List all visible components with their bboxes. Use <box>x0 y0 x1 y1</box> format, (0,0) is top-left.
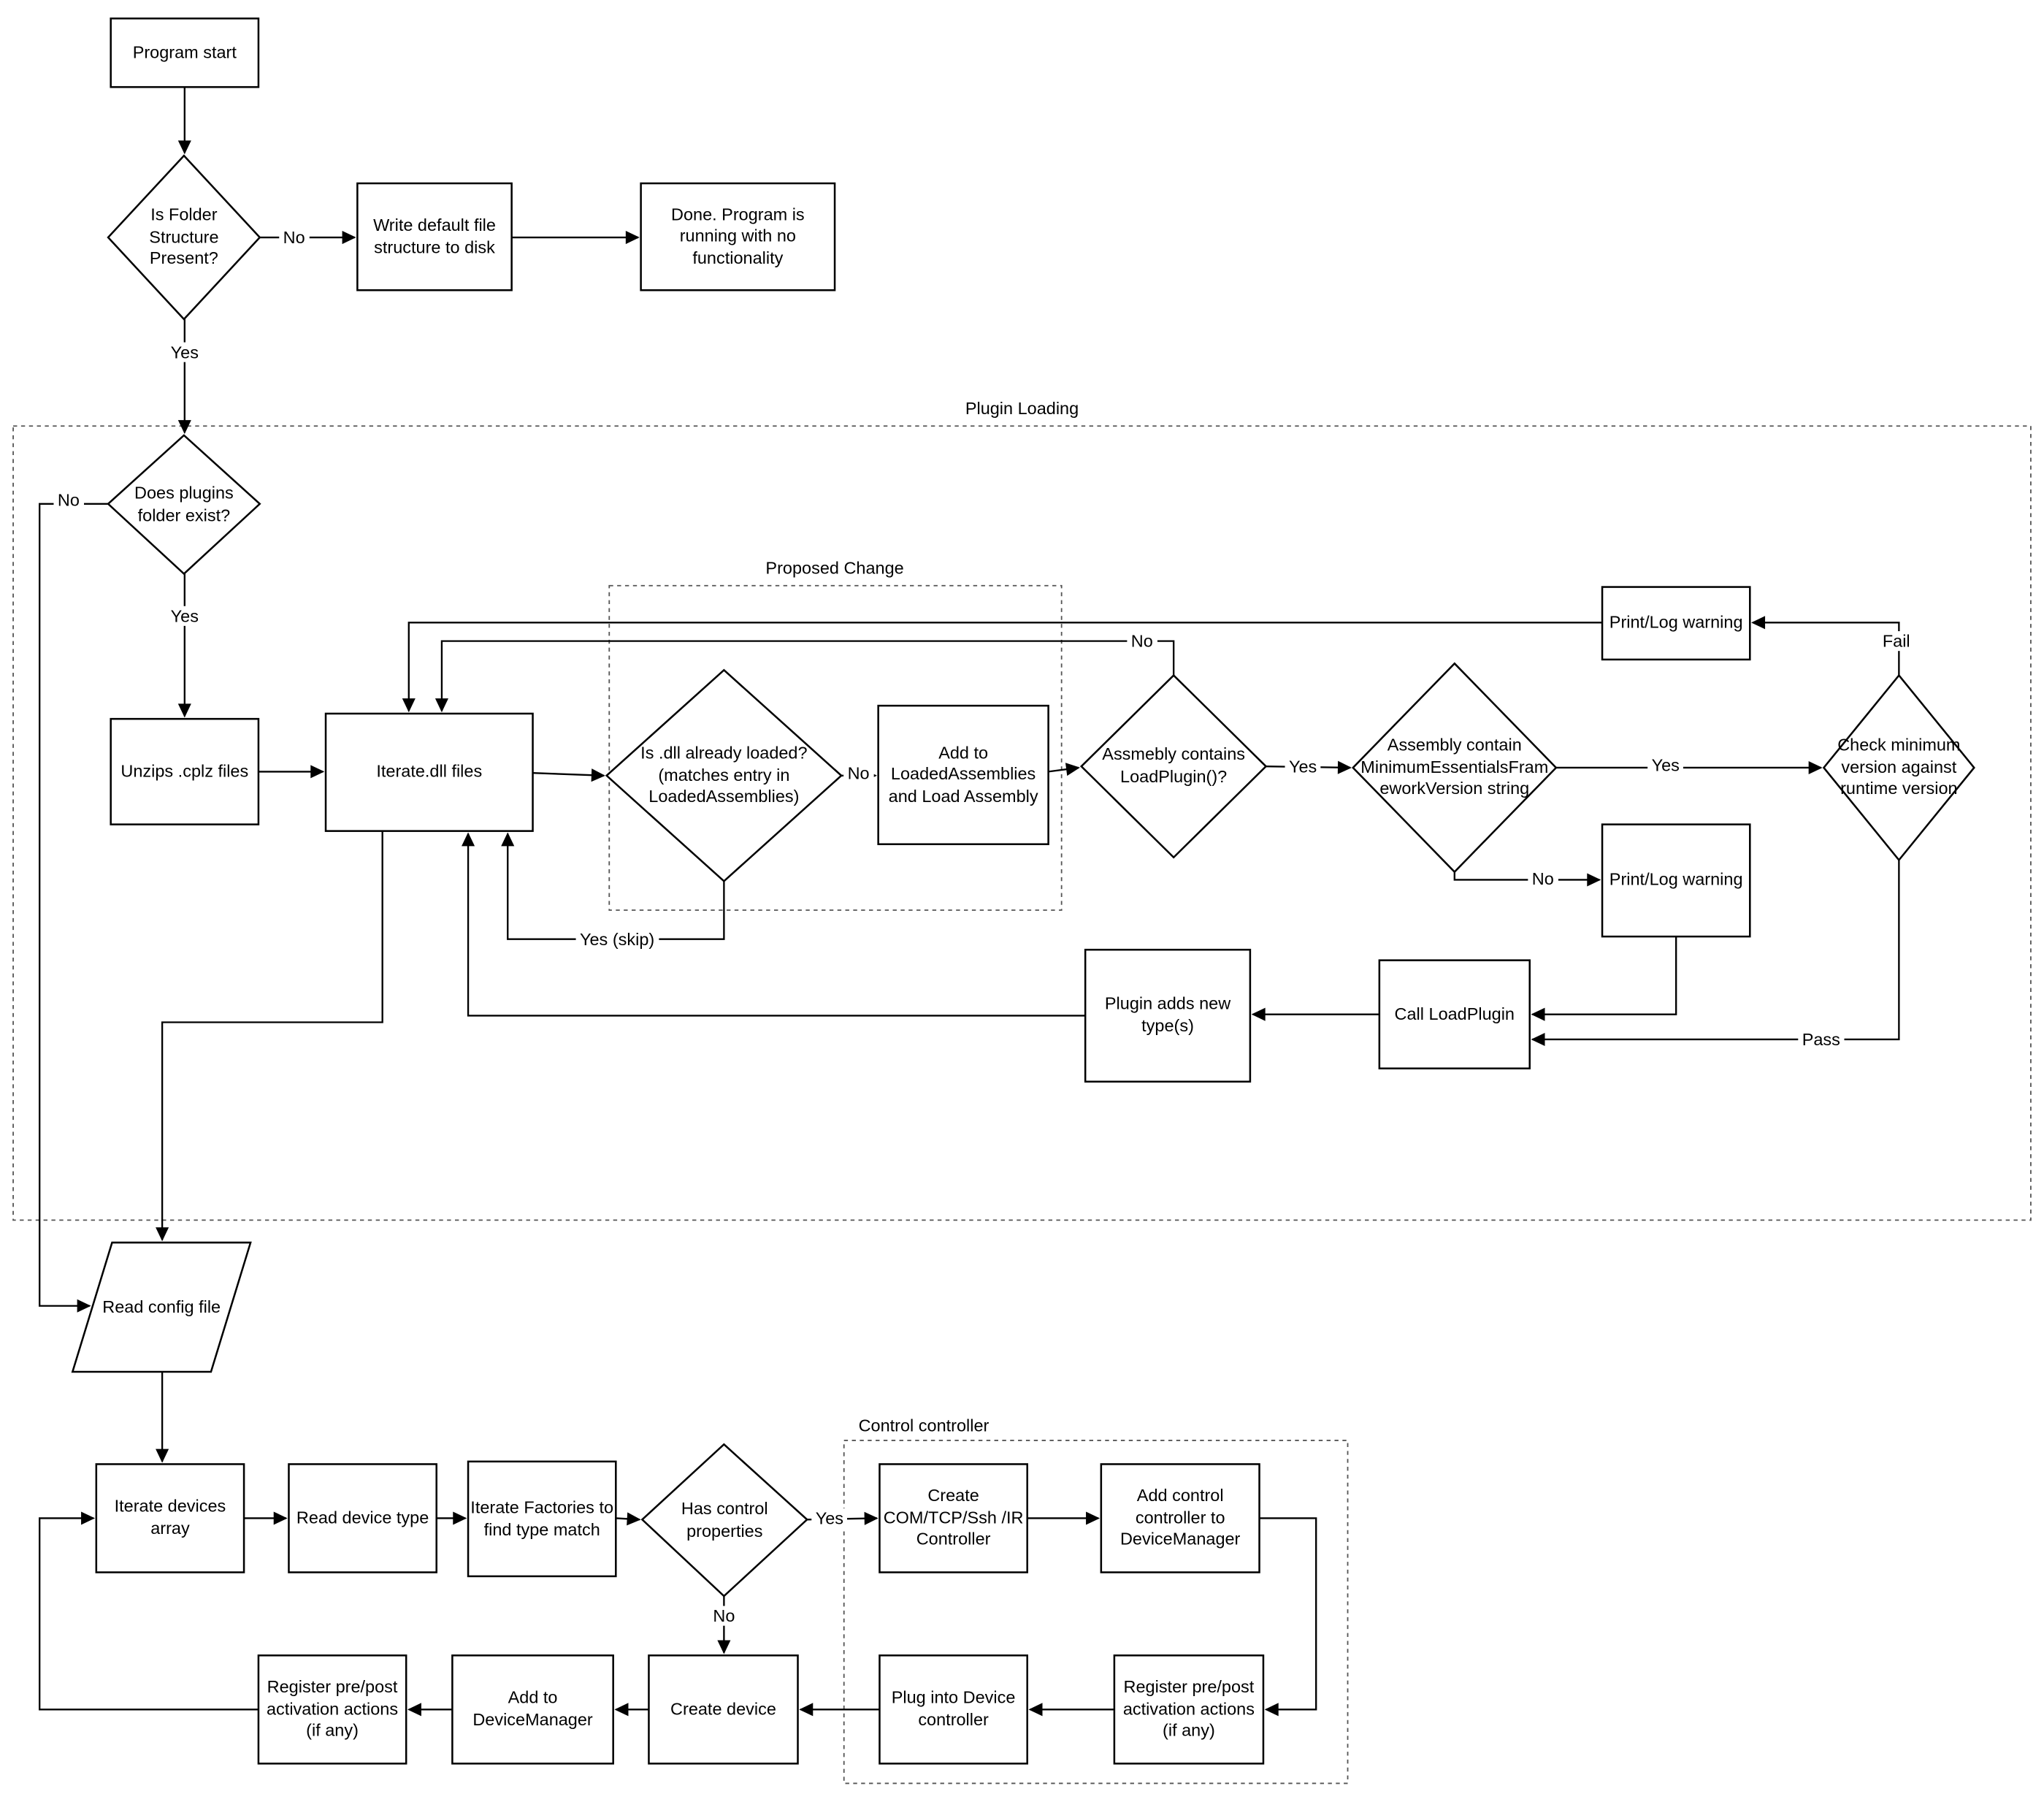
node-program-start: Program start <box>132 42 237 62</box>
edge-iterate-to-dllcheck <box>532 768 605 782</box>
node-does-plugins-folder: Does plugins folder exist? <box>134 482 234 524</box>
node-iterate-dll: Iterate.dll files <box>376 761 483 782</box>
node-has-control-props: Has control properties <box>681 1498 768 1541</box>
node-assembly-contains-version: Assembly contain MinimumEssentialsFramew… <box>1360 734 1549 799</box>
assembly-loadplugin-diamond <box>1079 673 1268 859</box>
done-box <box>640 182 836 291</box>
print-log-top-box <box>1601 586 1751 661</box>
edge-label-no-version: No <box>1528 869 1558 889</box>
create-device-box <box>648 1654 799 1765</box>
iterate-dll-box <box>324 712 534 832</box>
check-min-version-diamond <box>1822 673 1975 862</box>
edge-label-yes-skip: Yes (skip) <box>575 929 659 950</box>
edge-register-loop-to-devices <box>39 1511 259 1711</box>
edge-iterate-to-readconfig <box>156 831 383 1242</box>
edge-printlog-top-loop <box>402 622 1603 713</box>
plugin-loading-title: Plugin Loading <box>961 398 1083 419</box>
register-actions-right-box <box>1113 1654 1265 1765</box>
edge-label-yes-folder: Yes <box>166 342 203 362</box>
node-create-controller: Create COM/TCP/Ssh /IR Controller <box>883 1485 1024 1549</box>
iterate-factories-box <box>467 1460 617 1578</box>
node-register-actions-right: Register pre/post activation actions (if… <box>1122 1676 1255 1741</box>
edge-label-no-assembly: No <box>1127 631 1157 652</box>
node-write-default: Write default file structure to disk <box>373 215 496 257</box>
node-add-control-controller: Add control controller to DeviceManager <box>1119 1485 1241 1549</box>
node-iterate-factories: Iterate Factories to find type match <box>470 1497 614 1539</box>
edge-label-no-dll-loaded: No <box>843 763 874 783</box>
node-is-folder-structure: Is Folder Structure Present? <box>149 205 219 269</box>
node-read-config: Read config file <box>102 1296 221 1316</box>
add-control-controller-box <box>1100 1463 1260 1573</box>
edge-checkmin-fail <box>1751 616 1900 676</box>
call-loadplugin-box <box>1378 959 1531 1069</box>
edge-checkmin-pass <box>1531 860 1900 1046</box>
edge-addloaded-to-assembly <box>1048 763 1080 776</box>
plugin-adds-box <box>1084 948 1252 1083</box>
node-call-loadplugin: Call LoadPlugin <box>1394 1003 1515 1023</box>
node-create-device: Create device <box>670 1698 776 1719</box>
node-add-to-devicemanager: Add to DeviceManager <box>472 1687 593 1730</box>
program-start-box <box>110 18 260 88</box>
node-read-device-type: Read device type <box>296 1507 429 1527</box>
add-loaded-box <box>877 704 1049 845</box>
edge-plugins-no <box>39 503 109 1313</box>
add-to-devicemanager-box <box>451 1654 614 1765</box>
edge-label-fail: Fail <box>1878 631 1915 652</box>
edge-label-no-plugins: No <box>53 489 84 510</box>
node-print-log-warning-mid: Print/Log warning <box>1609 869 1743 890</box>
edge-addcontrol-to-register <box>1259 1517 1317 1717</box>
edge-label-no-folder: No <box>279 227 310 248</box>
edge-factories-to-hascontrol <box>616 1512 641 1526</box>
control-controller-title: Control controller <box>854 1415 993 1435</box>
assembly-version-diamond <box>1351 662 1558 874</box>
iterate-devices-box <box>95 1463 245 1573</box>
edge-label-yes-plugins: Yes <box>166 606 203 626</box>
edge-pluginadds-loop <box>462 832 1086 1017</box>
write-default-box <box>356 182 513 291</box>
plugins-folder-diamond <box>107 434 261 576</box>
print-log-mid-box <box>1601 823 1751 938</box>
edge-label-yes-assembly: Yes <box>1285 756 1321 776</box>
edge-printlog-mid-to-call <box>1531 936 1677 1021</box>
unzips-box <box>110 717 260 825</box>
read-config-parallelogram <box>71 1241 252 1373</box>
has-control-diamond <box>640 1443 809 1598</box>
node-dll-already-loaded: Is .dll already loaded? (matches entry i… <box>640 742 808 806</box>
edge-label-no-control: No <box>708 1606 739 1626</box>
node-add-to-loaded: Add to LoadedAssemblies and Load Assembl… <box>888 741 1038 806</box>
node-done: Done. Program is running with no functio… <box>671 204 805 268</box>
edge-assembly-no-loop <box>435 640 1175 713</box>
read-device-box <box>288 1463 437 1573</box>
node-register-actions-left: Register pre/post activation actions (if… <box>266 1676 399 1741</box>
node-plug-into-device: Plug into Device controller <box>891 1687 1016 1730</box>
node-iterate-devices: Iterate devices array <box>114 1496 226 1538</box>
node-print-log-warning-top: Print/Log warning <box>1609 612 1743 633</box>
node-assembly-contains-loadplugin: Assmebly contains LoadPlugin()? <box>1102 744 1246 787</box>
edge-version-no <box>1453 871 1601 887</box>
plugin-loading-container <box>12 425 2032 1221</box>
dll-loaded-diamond <box>605 668 843 882</box>
node-plugin-adds-types: Plugin adds new type(s) <box>1104 993 1231 1036</box>
node-unzips-cplz: Unzips .cplz files <box>120 760 249 781</box>
plug-into-device-box <box>879 1654 1028 1765</box>
control-controller-container <box>843 1440 1349 1785</box>
create-controller-box <box>879 1463 1028 1573</box>
node-check-min-version: Check minimum version against runtime ve… <box>1837 734 1961 799</box>
folder-structure-diamond <box>107 154 261 321</box>
edge-label-pass: Pass <box>1798 1029 1845 1050</box>
proposed-change-title: Proposed Change <box>762 557 908 578</box>
edge-label-yes-version: Yes <box>1647 755 1684 775</box>
register-actions-left-box <box>257 1654 407 1765</box>
edge-label-yes-control: Yes <box>811 1508 848 1529</box>
